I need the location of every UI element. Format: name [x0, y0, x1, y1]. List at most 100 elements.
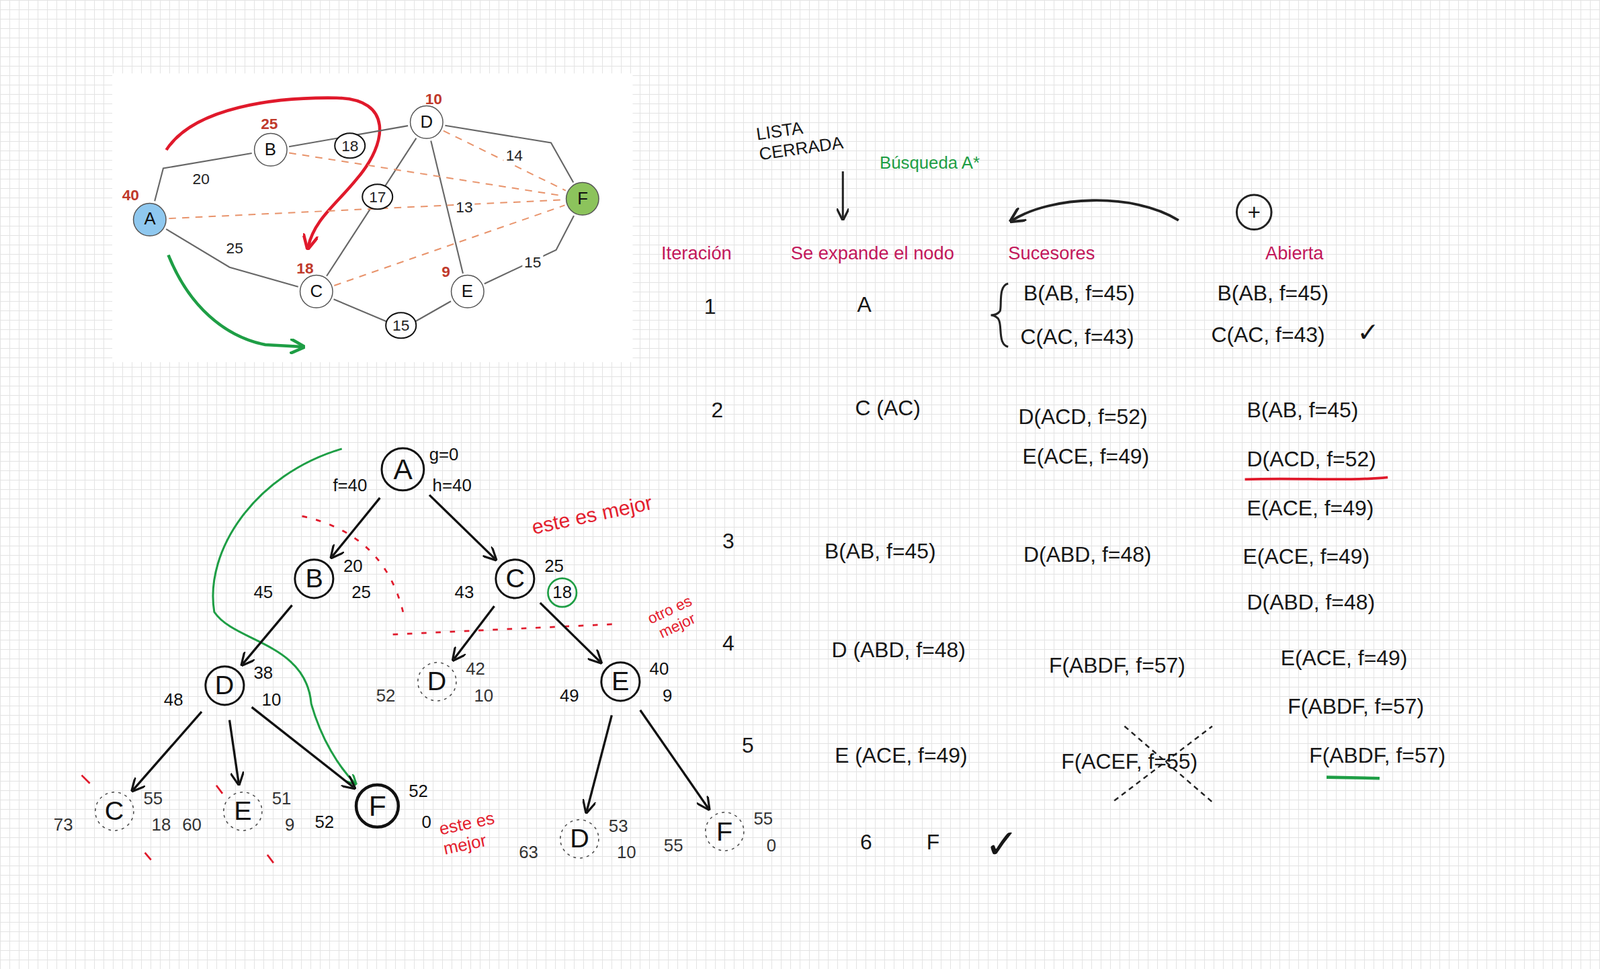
- node-circle: [133, 202, 167, 236]
- expanded-node: B(AB, f=45): [824, 538, 937, 564]
- red-underline: [1245, 477, 1389, 480]
- graph-panel: [112, 73, 633, 363]
- node-letter: C: [104, 795, 125, 826]
- annotation: este es mejor: [529, 491, 655, 540]
- node-letter: E: [461, 281, 474, 302]
- heuristic-line: [443, 131, 566, 191]
- tree-arrow: [454, 606, 495, 659]
- check-mark: ✓: [984, 821, 1019, 869]
- red-dashed-mark: [81, 775, 273, 864]
- g-cost: 40: [649, 659, 670, 680]
- node-letter: C: [506, 563, 526, 594]
- node-letter: D: [419, 112, 433, 133]
- node-letter: D: [427, 666, 447, 697]
- node-circle: [560, 819, 599, 859]
- plus-circle: [1236, 194, 1272, 230]
- column-header: Abierta: [1265, 242, 1324, 264]
- node-circle: [450, 275, 484, 309]
- open-list-entry: E(ACE, f=49): [1243, 543, 1371, 569]
- graph-node: D10: [409, 104, 445, 140]
- g-cost: 51: [272, 788, 292, 810]
- brace: [990, 283, 1008, 347]
- node-circle: [223, 792, 263, 831]
- expanded-node: A: [857, 291, 872, 317]
- search-tree-node: E51609: [222, 790, 264, 832]
- successor-entry: B(AB, f=45): [1023, 280, 1135, 306]
- iteration-number: 6: [860, 829, 873, 855]
- heuristic-value: 40: [122, 186, 140, 204]
- f-cost: 45: [253, 582, 273, 603]
- successor-entry: C(AC, f=43): [1020, 324, 1134, 350]
- iteration-number: 5: [741, 732, 754, 758]
- node-circle: [205, 666, 244, 705]
- search-tree-node: Ag=0f=40h=40: [380, 446, 426, 492]
- node-circle: [254, 133, 287, 167]
- node-circle: [495, 559, 535, 598]
- graph-node: E9: [450, 274, 486, 310]
- iteration-number: 2: [710, 397, 724, 423]
- h-cost: 0: [422, 812, 432, 833]
- green-circle: [547, 578, 577, 608]
- open-list-entry: B(AB, f=45): [1247, 397, 1359, 423]
- f-cost: 60: [182, 815, 202, 836]
- closed-list-note: LISTA CERRADA: [754, 111, 857, 165]
- heuristic-value: 9: [441, 262, 451, 281]
- graph-node: C18: [299, 274, 334, 310]
- open-list-entry: C(AC, f=43): [1210, 322, 1325, 348]
- edge-weight: 14: [503, 145, 525, 165]
- search-tree-node: D425210: [416, 661, 458, 703]
- h-cost: 18: [552, 582, 572, 603]
- node-letter: E: [233, 795, 252, 826]
- annotation: este es mejor: [437, 804, 516, 859]
- search-tree-node: F52520: [354, 783, 400, 829]
- graph-edge: [165, 229, 298, 287]
- g-cost: 52: [408, 782, 429, 803]
- h-cost: 9: [662, 686, 672, 707]
- g-cost: 55: [143, 788, 163, 810]
- red-path-arrow: [166, 98, 381, 248]
- edge-weight: 20: [190, 169, 212, 189]
- expanded-node: F: [926, 829, 940, 855]
- h-cost: 10: [473, 686, 494, 707]
- g-cost: 53: [608, 816, 629, 837]
- heuristic-value: 18: [296, 259, 314, 277]
- g-cost: g=0: [429, 444, 459, 466]
- column-header: Se expande el nodo: [790, 242, 955, 264]
- h-cost: 9: [284, 815, 295, 836]
- heuristic-line: [333, 204, 565, 286]
- graph-edge: [326, 138, 416, 277]
- tree-arrow: [251, 706, 354, 787]
- successor-entry: E(ACE, f=49): [1022, 443, 1150, 469]
- node-letter: A: [393, 452, 413, 486]
- graph-node: A40: [132, 202, 168, 238]
- node-circle: [356, 784, 399, 828]
- f-cost: 63: [518, 843, 539, 864]
- node-letter: E: [611, 666, 629, 697]
- node-letter: D: [569, 823, 590, 854]
- node-letter: A: [144, 209, 156, 230]
- heuristic-value: 10: [425, 90, 443, 108]
- g-cost: 42: [465, 659, 486, 680]
- node-letter: F: [716, 816, 733, 847]
- g-cost: 55: [753, 809, 773, 830]
- pointer-arrow: [1012, 200, 1179, 221]
- node-circle: [299, 275, 333, 309]
- h-cost: h=40: [432, 475, 472, 496]
- open-list-entry: D(ACD, f=52): [1247, 446, 1377, 472]
- search-tree-node: D536310: [559, 818, 601, 860]
- successor-entry: D(ACD, f=52): [1018, 403, 1148, 429]
- f-cost: 55: [663, 835, 684, 857]
- edge-weight: 17: [361, 183, 394, 210]
- tree-arrow: [640, 710, 709, 809]
- f-cost: 73: [53, 815, 74, 836]
- search-tree-node: C254318: [494, 558, 536, 600]
- open-list-entry: B(AB, f=45): [1217, 280, 1330, 306]
- open-list-entry: F(ABDF, f=57): [1287, 693, 1424, 719]
- tree-arrow: [429, 495, 495, 560]
- edge-weight: 25: [224, 238, 246, 258]
- node-letter: F: [577, 188, 588, 209]
- edge-weight: 15: [522, 252, 543, 272]
- f-cost: 52: [315, 812, 335, 833]
- f-cost: 52: [376, 686, 396, 707]
- heuristic-value: 25: [260, 114, 278, 133]
